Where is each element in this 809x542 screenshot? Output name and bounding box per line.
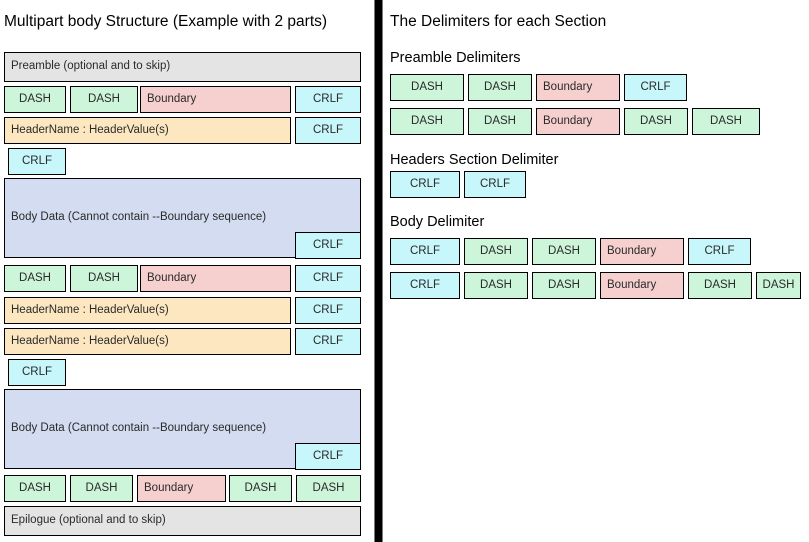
section-heading-headers: Headers Section Delimiter [390, 152, 559, 168]
boundary-box: Boundary [600, 272, 684, 299]
dash-box: DASH [468, 74, 532, 101]
epilogue-box: Epilogue (optional and to skip) [4, 506, 361, 536]
dash-box: DASH [70, 475, 133, 502]
crlf-box: CRLF [8, 148, 66, 175]
boundary-box: Boundary [536, 74, 620, 101]
header-line-box: HeaderName : HeaderValue(s) [4, 328, 291, 355]
crlf-box: CRLF [8, 359, 66, 386]
crlf-box: CRLF [390, 171, 460, 198]
dash-box: DASH [532, 272, 596, 299]
dash-box: DASH [692, 108, 760, 135]
crlf-box: CRLF [295, 443, 361, 470]
dash-box: DASH [532, 238, 596, 265]
dash-box: DASH [688, 272, 752, 299]
boundary-box: Boundary [140, 86, 291, 113]
dash-box: DASH [390, 74, 464, 101]
dash-box: DASH [464, 272, 528, 299]
header-line-box: HeaderName : HeaderValue(s) [4, 297, 291, 324]
panel-divider [374, 0, 383, 542]
delimiters-panel: The Delimiters for each Section Preamble… [383, 0, 809, 542]
dash-box: DASH [229, 475, 292, 502]
dash-box: DASH [624, 108, 688, 135]
header-line-box: HeaderName : HeaderValue(s) [4, 117, 291, 144]
crlf-box: CRLF [295, 117, 361, 144]
dash-box: DASH [4, 475, 66, 502]
boundary-box: Boundary [140, 265, 291, 292]
delimiters-title: The Delimiters for each Section [390, 13, 607, 30]
multipart-structure-panel: Multipart body Structure (Example with 2… [0, 0, 374, 542]
crlf-box: CRLF [295, 328, 361, 355]
boundary-box: Boundary [600, 238, 684, 265]
dash-box: DASH [464, 238, 528, 265]
preamble-box: Preamble (optional and to skip) [4, 52, 361, 82]
crlf-box: CRLF [295, 297, 361, 324]
crlf-box: CRLF [464, 171, 526, 198]
dash-box: DASH [4, 86, 66, 113]
crlf-box: CRLF [295, 232, 361, 259]
dash-box: DASH [296, 475, 361, 502]
dash-box: DASH [70, 86, 138, 113]
boundary-box: Boundary [536, 108, 620, 135]
section-heading-body: Body Delimiter [390, 214, 485, 230]
boundary-box: Boundary [137, 475, 226, 502]
dash-box: DASH [70, 265, 138, 292]
crlf-box: CRLF [688, 238, 751, 265]
dash-box: DASH [4, 265, 66, 292]
section-heading-preamble: Preamble Delimiters [390, 50, 521, 66]
dash-box: DASH [756, 272, 801, 299]
crlf-box: CRLF [390, 272, 460, 299]
page-title: Multipart body Structure (Example with 2… [4, 13, 328, 30]
crlf-box: CRLF [295, 265, 361, 292]
body-data-box: Body Data (Cannot contain --Boundary seq… [4, 178, 361, 258]
crlf-box: CRLF [390, 238, 460, 265]
crlf-box: CRLF [624, 74, 687, 101]
crlf-box: CRLF [295, 86, 361, 113]
dash-box: DASH [390, 108, 464, 135]
body-data-box: Body Data (Cannot contain --Boundary seq… [4, 389, 361, 469]
dash-box: DASH [468, 108, 532, 135]
